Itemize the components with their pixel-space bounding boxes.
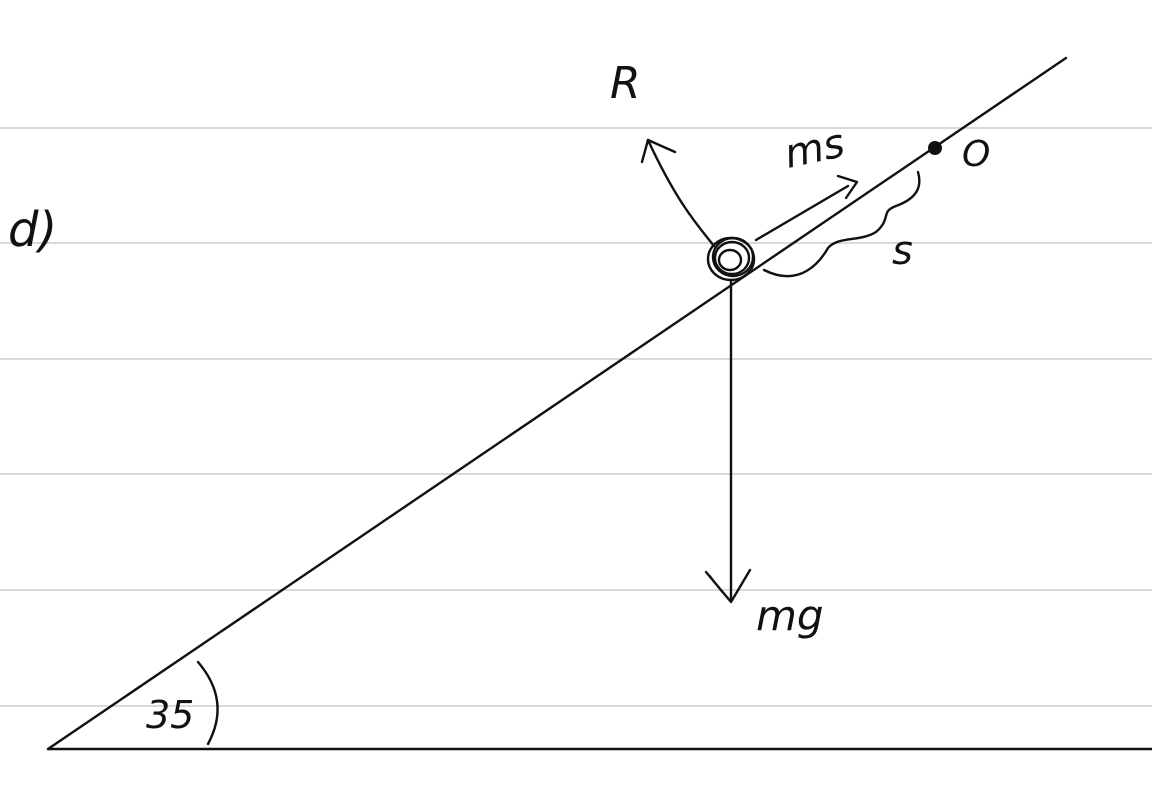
point-label: O bbox=[962, 134, 990, 175]
ruled-lines bbox=[0, 127, 1152, 707]
resistance-arrow bbox=[754, 174, 859, 242]
particle bbox=[706, 236, 756, 282]
point-o-marker bbox=[928, 141, 942, 155]
angle-arc bbox=[196, 660, 219, 746]
weight-arrow bbox=[704, 278, 752, 604]
angle-label: 35 bbox=[146, 693, 194, 737]
distance-brace bbox=[762, 170, 921, 278]
reaction-label: R bbox=[610, 58, 641, 109]
part-label: d) bbox=[8, 202, 57, 258]
incline-line bbox=[46, 56, 1068, 751]
weight-label: mg bbox=[756, 591, 824, 640]
reaction-arrow bbox=[640, 138, 716, 248]
distance-label: s bbox=[892, 228, 913, 274]
